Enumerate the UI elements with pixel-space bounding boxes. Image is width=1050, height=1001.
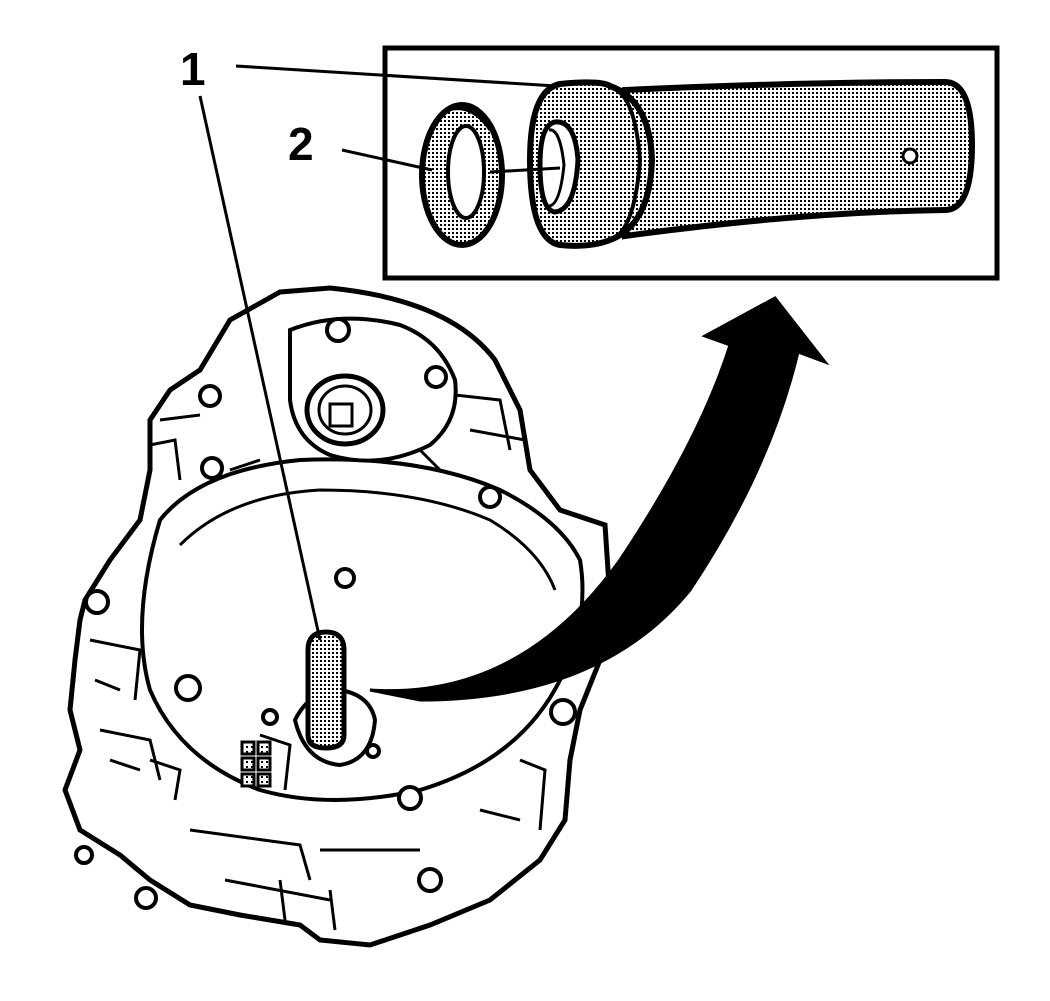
leader-line-2 (341, 148, 433, 172)
detail-inset (382, 45, 1000, 281)
callout-2-label: 2 (288, 118, 314, 170)
callout-1-label: 1 (180, 43, 206, 95)
leader-line-1-to-installed (198, 95, 322, 641)
leader-line-1-to-tool (235, 64, 557, 88)
installed-tool (305, 629, 347, 751)
transmission-case (62, 285, 613, 948)
curved-arrow-icon (369, 296, 830, 702)
oil-seal (419, 102, 505, 248)
leader-lines (198, 64, 557, 641)
seal-to-tool-line (489, 166, 561, 174)
